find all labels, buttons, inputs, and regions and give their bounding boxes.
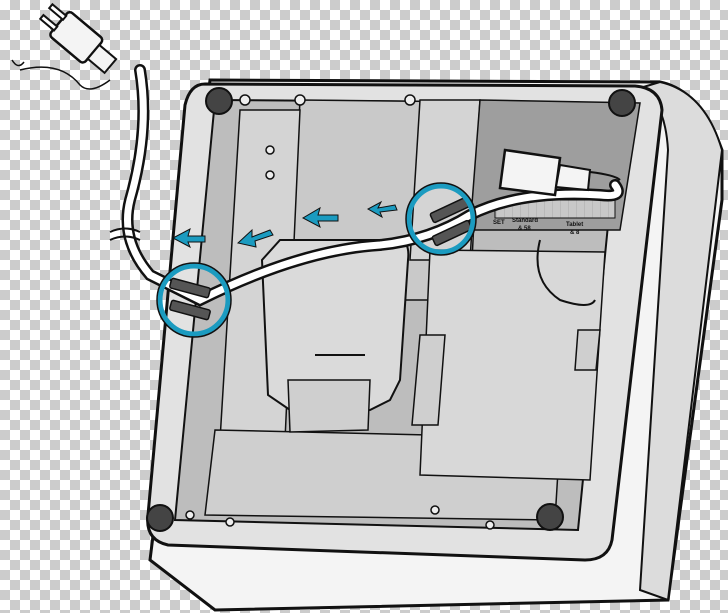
rubber-feet <box>146 87 636 532</box>
screws <box>185 94 495 530</box>
highlight-circle-icon <box>157 183 476 337</box>
routing-arrow-icon <box>171 200 398 249</box>
port-labels: SET Standard & 58 Tablet & 8 <box>493 218 583 236</box>
standard-label: Standard <box>512 218 538 224</box>
cord-connector <box>498 148 621 197</box>
power-plug-icon <box>38 2 118 75</box>
tablet-sub-label: & 8 <box>570 230 580 236</box>
set-label: SET <box>493 220 505 226</box>
device-bottom-panel <box>146 82 664 562</box>
standard-sub-label: & 58 <box>518 226 531 232</box>
tablet-label: Tablet <box>566 222 583 228</box>
cable-clips <box>169 196 473 321</box>
side-cable <box>536 239 596 306</box>
power-cord <box>11 59 624 307</box>
